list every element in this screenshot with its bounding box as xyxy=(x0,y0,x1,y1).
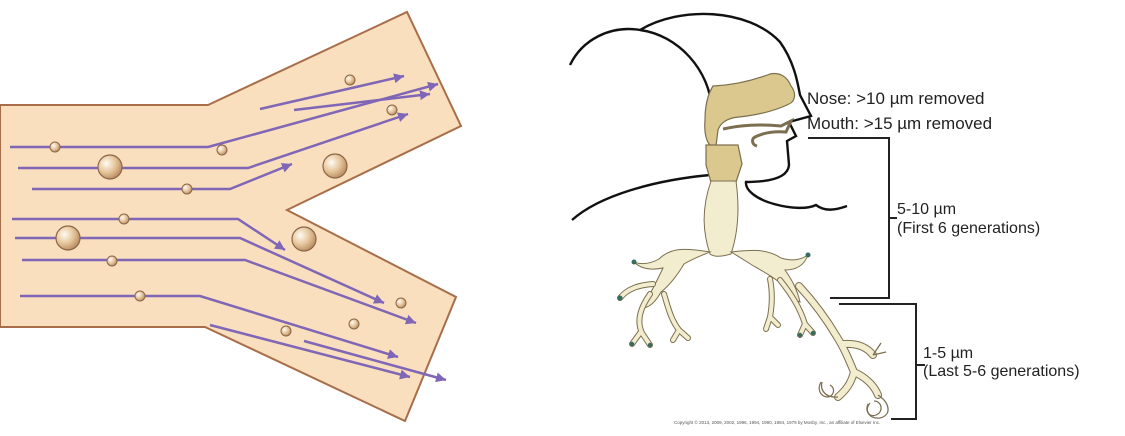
particle xyxy=(98,155,122,179)
airway-marker xyxy=(618,296,623,301)
particle xyxy=(107,256,117,266)
larynx xyxy=(706,145,742,182)
particle xyxy=(56,226,80,250)
lower-generation-label: (Last 5-6 generations) xyxy=(923,363,1080,381)
particle xyxy=(281,326,291,336)
particle xyxy=(135,291,145,301)
mouth-removal-label: Mouth: >15 µm removed xyxy=(807,114,992,134)
copyright-notice: Copyright © 2013, 2009, 2002, 1996, 1994… xyxy=(674,420,880,425)
particle xyxy=(349,319,359,329)
upper-size-bracket xyxy=(808,138,897,298)
airway-marker xyxy=(632,260,637,265)
upper-airway xyxy=(705,74,795,183)
particle xyxy=(119,214,129,224)
upper-size-range-label: 5-10 µm xyxy=(897,201,956,219)
airway-marker xyxy=(648,343,652,347)
airway-bifurcation xyxy=(0,0,470,436)
lower-size-range-label: 1-5 µm xyxy=(923,345,973,363)
airway-marker xyxy=(798,333,802,337)
respiratory-deposition-diagram: Nose: >10 µm removed Mouth: >15 µm remov… xyxy=(560,0,1125,436)
peripheral-airways-fill xyxy=(799,286,878,397)
airway-deposition-diagram xyxy=(0,0,470,436)
airway-marker xyxy=(806,253,811,258)
mouth-passage xyxy=(723,121,791,146)
upper-generation-label: (First 6 generations) xyxy=(897,220,1040,238)
nasal-cavity xyxy=(705,74,795,147)
particle xyxy=(387,105,397,115)
particle xyxy=(396,298,406,308)
trachea xyxy=(704,181,738,256)
particle xyxy=(323,154,347,178)
airway-marker xyxy=(811,331,815,335)
nose-removal-label: Nose: >10 µm removed xyxy=(807,89,985,109)
particle xyxy=(182,184,192,194)
particle xyxy=(292,227,316,251)
tracheobronchial-tree xyxy=(620,181,888,418)
particle xyxy=(345,75,355,85)
airway-marker xyxy=(630,342,634,346)
particle xyxy=(217,145,227,155)
particle xyxy=(50,142,60,152)
bifurcated-airway xyxy=(0,12,461,421)
